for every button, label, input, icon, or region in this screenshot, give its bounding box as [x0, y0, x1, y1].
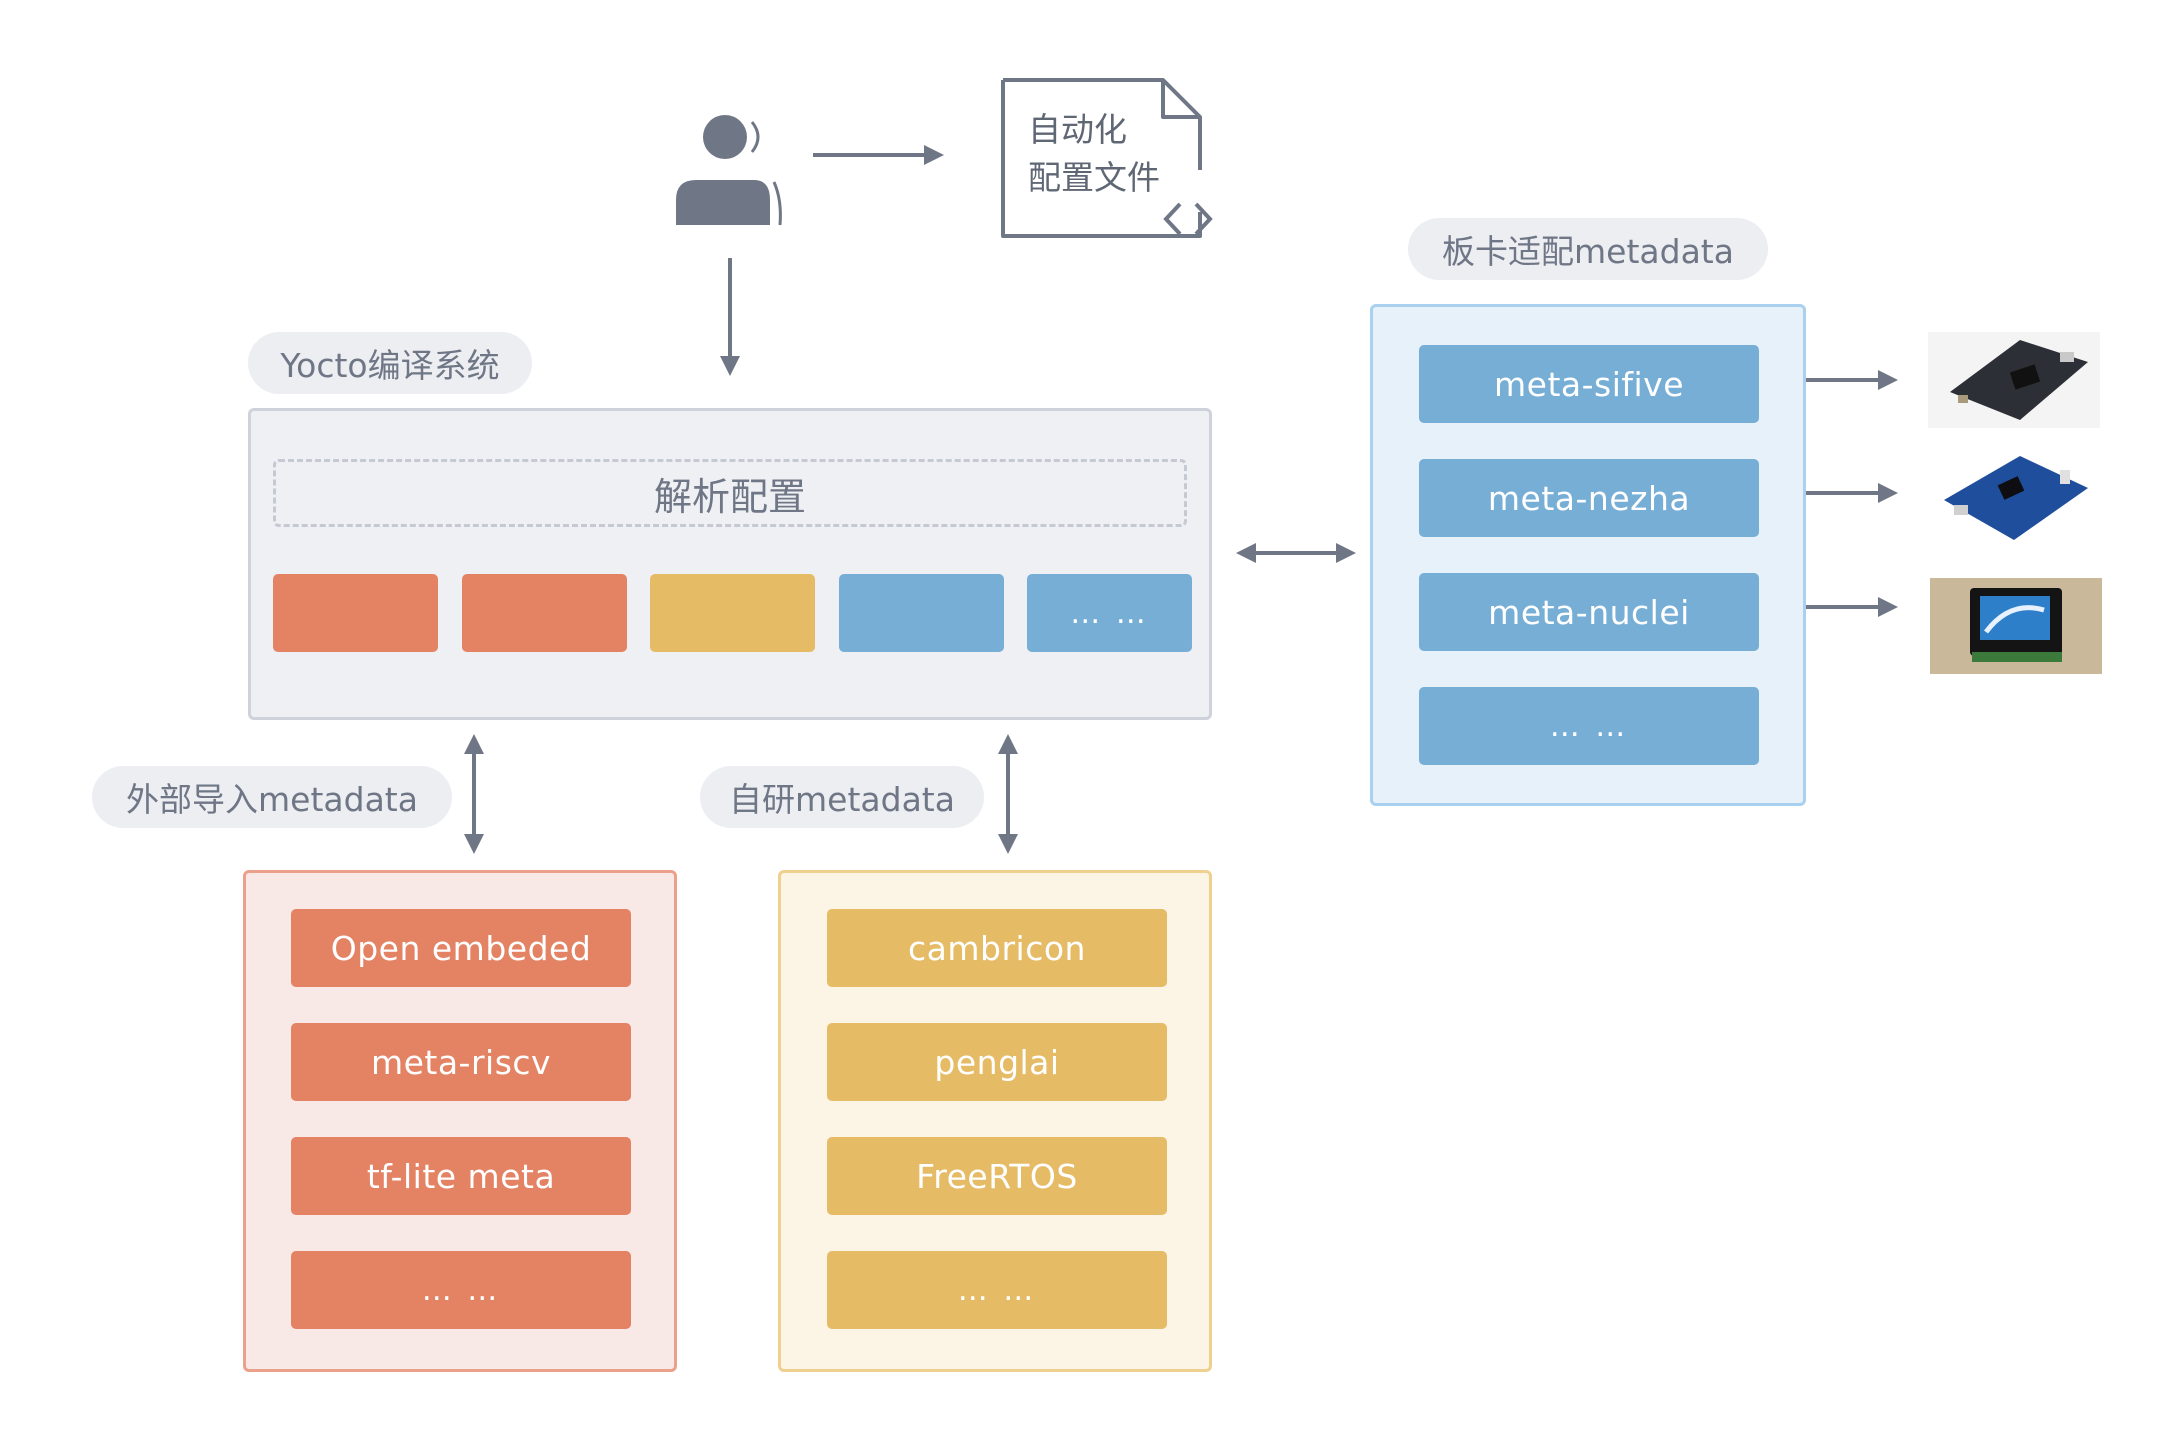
board-item-more: … …: [1419, 687, 1759, 765]
external-item-open-embeded: Open embeded: [291, 909, 631, 987]
external-metadata-panel: Open embeded meta-riscv tf-lite meta … …: [243, 870, 677, 1372]
sifive-board-photo: [1928, 332, 2100, 428]
external-item-meta-riscv: meta-riscv: [291, 1023, 631, 1101]
yocto-module-3: [650, 574, 815, 652]
yocto-module-1: [273, 574, 438, 652]
board-item-meta-nuclei: meta-nuclei: [1419, 573, 1759, 651]
board-item-meta-sifive: meta-sifive: [1419, 345, 1759, 423]
yocto-module-4: [839, 574, 1004, 652]
board-metadata-panel: meta-sifive meta-nezha meta-nuclei … …: [1370, 304, 1806, 806]
selfdev-metadata-label: 自研metadata: [700, 766, 984, 828]
yocto-build-system-panel: 解析配置 … …: [248, 408, 1212, 720]
nezha-board-photo: [1932, 446, 2100, 546]
code-bracket-left-icon: [1163, 202, 1182, 236]
user-icon: [676, 115, 782, 226]
yocto-module-more: … …: [1027, 574, 1192, 652]
board-metadata-label: 板卡适配metadata: [1408, 218, 1768, 280]
code-bracket-right-icon: [1194, 202, 1213, 236]
yocto-module-2: [462, 574, 627, 652]
parse-config-box: 解析配置: [273, 459, 1187, 527]
board-item-meta-nezha: meta-nezha: [1419, 459, 1759, 537]
config-file-title: 自动化 配置文件: [1028, 106, 1160, 202]
config-file-icon: [1001, 78, 1213, 238]
external-item-more: … …: [291, 1251, 631, 1329]
selfdev-item-freertos: FreeRTOS: [827, 1137, 1167, 1215]
nuclei-board-photo: [1930, 578, 2102, 674]
selfdev-item-cambricon: cambricon: [827, 909, 1167, 987]
selfdev-item-more: … …: [827, 1251, 1167, 1329]
external-item-tf-lite-meta: tf-lite meta: [291, 1137, 631, 1215]
selfdev-metadata-panel: cambricon penglai FreeRTOS … …: [778, 870, 1212, 1372]
selfdev-item-penglai: penglai: [827, 1023, 1167, 1101]
config-file-line2: 配置文件: [1028, 158, 1160, 197]
yocto-label: Yocto编译系统: [248, 332, 532, 394]
config-file-line1: 自动化: [1028, 110, 1127, 149]
external-metadata-label: 外部导入metadata: [92, 766, 452, 828]
